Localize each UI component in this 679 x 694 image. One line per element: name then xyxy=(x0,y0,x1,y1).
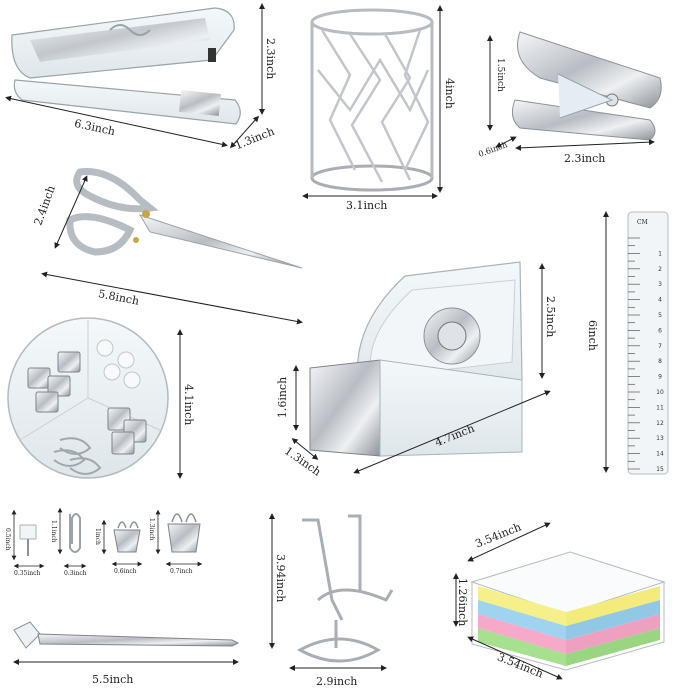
stapler-height-label: 2.3inch xyxy=(264,38,277,80)
small-binder-height-label: 1inch xyxy=(94,528,101,545)
ruler-number: 1 xyxy=(658,250,662,257)
large-binder-clip xyxy=(167,513,201,553)
pen-holder xyxy=(310,8,434,192)
tape-base-height-label: 1.6inch xyxy=(276,376,290,419)
clip-box xyxy=(7,317,169,479)
ruler-number: 3 xyxy=(658,281,662,288)
pen-length-label: 5.5inch xyxy=(92,673,134,686)
notes-width-arrow xyxy=(467,636,563,680)
paperclip-height-label: 1.1inch xyxy=(50,520,57,543)
scissors-height-arrow xyxy=(54,175,88,249)
tape-height-label: 2.5inch xyxy=(544,296,557,338)
phone-stand xyxy=(296,514,394,663)
ruler-number: 7 xyxy=(658,343,662,350)
scissors xyxy=(66,168,303,269)
ruler-number: 9 xyxy=(658,374,662,381)
small-binder-width-label: 0.6inch xyxy=(114,568,137,575)
phone-stand-height-label: 3.94inch xyxy=(274,554,287,603)
remover-length-label: 2.3inch xyxy=(564,152,606,165)
ruler-unit-label: CM xyxy=(637,219,648,226)
tape-width-arrow xyxy=(291,438,319,460)
crystal-pen xyxy=(13,621,240,649)
pen-holder-height-label: 4inch xyxy=(443,78,456,109)
ruler-number: 11 xyxy=(656,404,664,411)
phone-stand-width-label: 2.9inch xyxy=(316,675,358,688)
ruler-number: 12 xyxy=(656,420,664,427)
clip-box-diameter-label: 4.1inch xyxy=(182,384,195,426)
ruler-number: 2 xyxy=(658,266,662,273)
notes-height-label: 1.26inch xyxy=(456,578,469,627)
stapler-width-arrow xyxy=(230,115,259,149)
paperclip-width-label: 0.3inch xyxy=(64,570,87,577)
staple-remover xyxy=(511,31,662,141)
ruler-number: 6 xyxy=(658,327,662,334)
ruler-number: 4 xyxy=(658,297,662,304)
ruler-number: 5 xyxy=(658,312,662,319)
tape-dispenser xyxy=(309,261,523,457)
stapler-length-arrow xyxy=(5,95,228,148)
remover-length-arrow xyxy=(515,139,655,151)
pushpin xyxy=(19,524,37,556)
pen-holder-diameter-label: 3.1inch xyxy=(346,199,388,212)
large-binder-height-label: 1.3inch xyxy=(148,518,155,541)
scissors-length-arrow xyxy=(41,271,303,325)
notes-length-arrow xyxy=(467,522,551,562)
remover-width-arrow xyxy=(495,136,517,148)
ruler-number: 13 xyxy=(656,435,664,442)
pushpin-width-label: 0.35inch xyxy=(14,570,41,577)
pushpin-height-label: 0.5inch xyxy=(4,528,11,551)
tape-length-arrow xyxy=(353,390,551,474)
ruler-number: 10 xyxy=(656,389,664,396)
paperclip xyxy=(69,513,81,553)
ruler-number: 14 xyxy=(656,451,664,458)
ruler-number: 15 xyxy=(656,466,664,473)
small-binder-clip xyxy=(113,521,141,553)
large-binder-width-label: 0.7inch xyxy=(170,568,193,575)
ruler-number: 8 xyxy=(658,358,662,365)
remover-height-label: 1.5inch xyxy=(495,58,505,92)
ruler-length-label: 6inch xyxy=(586,320,599,351)
